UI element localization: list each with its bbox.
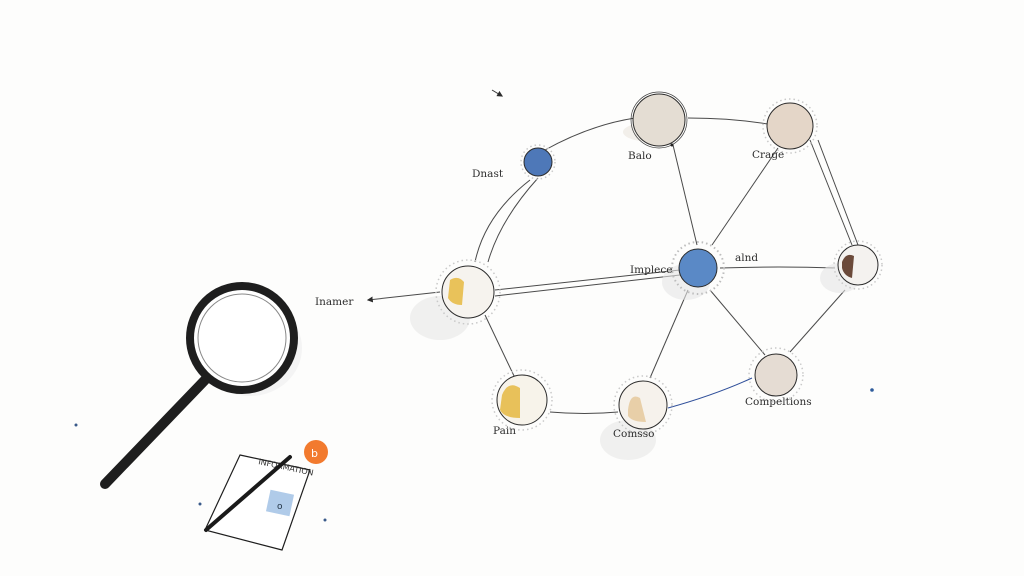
edge-balo-implece <box>672 144 698 246</box>
edge-immer-implece <box>494 269 681 291</box>
node-crage: Crage <box>752 98 818 161</box>
edge-crage-right <box>809 139 853 246</box>
edge-pain-comsso <box>549 411 619 414</box>
side-label-inamer: Inamer <box>315 296 354 308</box>
stray-arrow <box>491 89 504 97</box>
edge-immer-implece-2 <box>494 274 681 297</box>
node-right <box>820 240 883 293</box>
node-balo: Balo <box>623 91 688 162</box>
node-implece: Implece alnd <box>630 241 758 300</box>
node-pain-label: Pain <box>493 425 516 437</box>
node-balo-label: Balo <box>628 150 652 162</box>
pen-icon <box>204 455 292 532</box>
badge-text: b <box>311 447 318 460</box>
node-dnst-circle <box>523 147 553 177</box>
edge-dnst-immer <box>474 179 531 263</box>
node-comsso: Comsso <box>600 375 673 460</box>
node-crage-label: Crage <box>752 149 784 161</box>
edges <box>366 117 859 414</box>
edge-right-completions <box>789 289 846 353</box>
node-balo-circle <box>632 93 686 147</box>
edge-implece-comsso <box>649 289 689 379</box>
edge-label-alnd: alnd <box>735 252 758 264</box>
node-pain: Pain <box>491 369 553 437</box>
edge-crage-right-2 <box>817 139 859 246</box>
node-immer <box>410 259 501 340</box>
node-dnst-label: Dnast <box>472 168 504 180</box>
node-implece-circle <box>678 248 718 288</box>
node-completions-circle <box>754 353 798 397</box>
sticker-text: o <box>277 502 283 512</box>
edge-implece-right <box>719 266 836 269</box>
edge-balo-crage <box>687 117 769 125</box>
edge-dnst-balo <box>544 117 636 151</box>
edge-crage-implece <box>711 147 779 246</box>
nodes: Dnast Balo Crage Implece alnd <box>410 91 883 460</box>
edge-dnst-immer-2 <box>487 177 539 263</box>
node-completions: Compeltions <box>745 347 812 408</box>
node-crage-circle <box>766 102 814 150</box>
edge-comsso-completions <box>667 377 753 409</box>
node-completions-label: Compeltions <box>745 396 812 408</box>
magnifying-glass-icon <box>100 282 302 489</box>
node-implece-label: Implece <box>630 264 673 276</box>
decorative-dots <box>74 143 874 522</box>
notepad-icon: INFORMATION o <box>204 454 314 551</box>
node-dnst: Dnast <box>472 144 556 180</box>
node-comsso-label: Comsso <box>613 428 654 440</box>
edge-immer-inamer <box>366 291 441 303</box>
orange-badge-icon: b <box>304 440 328 464</box>
edge-implece-completions <box>709 289 766 356</box>
edge-immer-pain <box>484 314 516 379</box>
